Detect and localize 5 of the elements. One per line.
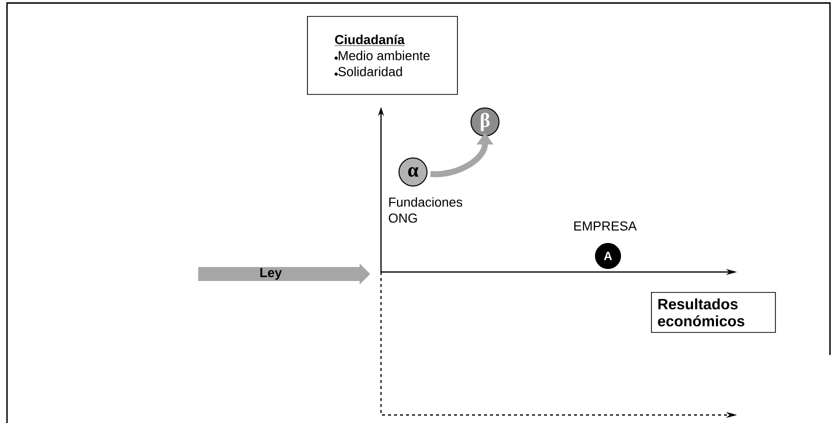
text-box: Ciudadanía Medio ambiente Solidaridad [307,16,458,95]
arrow-label: Ley [198,264,370,284]
text-box: Resultados económicos [651,292,776,333]
node-label: EMPRESA [574,221,637,231]
node-label: Fundaciones ONG [388,197,462,223]
